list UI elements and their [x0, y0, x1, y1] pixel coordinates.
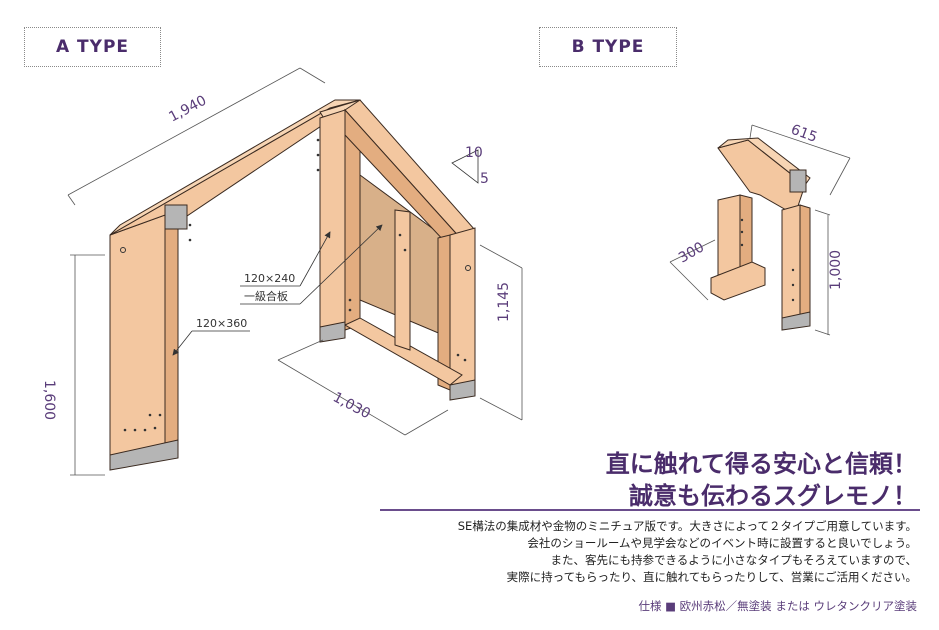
- headline-line-2: 誠意も伝わるスグレモノ！: [629, 482, 917, 510]
- body-line-4: 実際に持ってもらったり、直に触れてもらったりして、営業にご活用ください。: [506, 570, 917, 584]
- right-base-plate: [449, 379, 476, 401]
- b-foot-block: [710, 261, 766, 301]
- b-right-base: [781, 311, 811, 331]
- body-line-1: SE構法の集成材や金物のミニチュア版です。大きさによって２タイプご用意しています…: [457, 519, 917, 533]
- headline-line-1: 直に触れて得る安心と信頼！: [605, 450, 917, 478]
- slope-top: 10: [465, 145, 483, 161]
- b-right-leg: [781, 204, 801, 321]
- left-column-side: [164, 214, 179, 446]
- a-type-dimensions: [67, 67, 523, 476]
- b-left-leg-side: [739, 194, 753, 273]
- body-line-3: また、客先にも持参できるように小さなタイプもそろえていますので、: [550, 553, 917, 567]
- dim-height-a: 1,600: [41, 380, 57, 420]
- right-column-front: [449, 227, 476, 391]
- dim-depth-b: 300: [676, 239, 707, 266]
- dim-height-b: 1,000: [828, 250, 844, 290]
- label-beam-small: 120×240: [244, 272, 295, 285]
- b-right-leg-side: [799, 204, 811, 319]
- center-column-front: [319, 109, 346, 336]
- bottom-beam: [343, 317, 463, 386]
- divider-rule: [380, 509, 920, 511]
- body-line-2: 会社のショールームや見学会などのイベント時に設置すると良いでしょう。: [527, 536, 917, 550]
- dim-inner-height-a: 1,145: [496, 282, 512, 322]
- inner-stud: [394, 209, 411, 351]
- b-connector: [789, 169, 807, 193]
- a-type-bolts: [120, 138, 471, 432]
- slope-side: 5: [480, 171, 489, 187]
- b-type-bolts: [740, 218, 795, 302]
- spec-text: 仕様 ■ 欧州赤松／無塗装 または ウレタンクリア塗装: [638, 599, 918, 613]
- label-plywood: 一級合板: [244, 289, 288, 303]
- b-type-frame: [710, 137, 811, 331]
- a-type-callouts: [172, 224, 383, 356]
- b-left-leg: [717, 194, 741, 276]
- dim-depth-a: 1,030: [330, 389, 373, 422]
- label-column: 120×360: [196, 317, 247, 330]
- b-type-dimensions: [669, 124, 851, 336]
- dim-width-a: 1,940: [166, 93, 209, 126]
- rafter-connector: [164, 204, 188, 230]
- center-base-plate: [319, 321, 346, 343]
- type-b-label: B TYPE: [539, 27, 677, 67]
- left-column-front: [109, 214, 166, 466]
- left-rafter-top: [109, 99, 361, 236]
- type-a-label: A TYPE: [24, 27, 161, 67]
- left-base-plate: [109, 439, 179, 471]
- dim-width-b: 615: [789, 122, 820, 146]
- a-type-frame: [109, 99, 476, 471]
